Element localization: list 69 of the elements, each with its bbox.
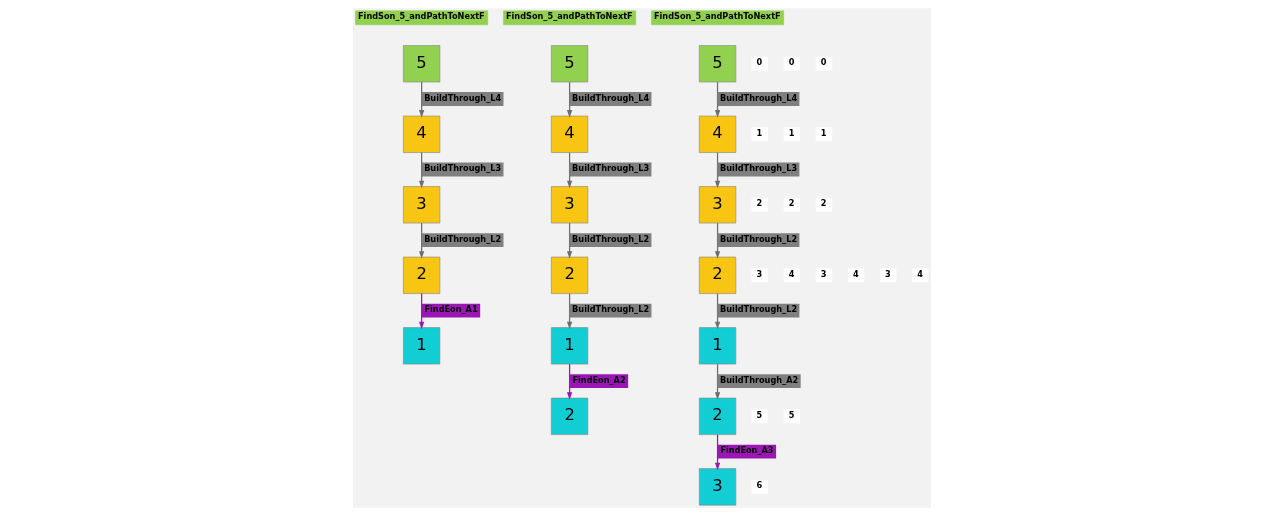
arrow	[566, 151, 573, 189]
arrow	[419, 292, 425, 330]
arrow	[714, 151, 721, 189]
node-box: 4	[699, 115, 737, 153]
edge-label: BuildThrough_A2	[720, 374, 799, 385]
edge-label: FindEon_A2	[572, 374, 626, 385]
node-box: 2	[403, 256, 441, 294]
label: 3	[756, 268, 763, 279]
edge-label: BuildThrough_L4	[572, 92, 650, 103]
node-box: 5	[699, 45, 737, 83]
arrow	[419, 81, 425, 118]
edge-label: BuildThrough_L3	[424, 163, 502, 174]
edge-label: BuildThrough_L3	[572, 163, 650, 174]
node-box: 3	[551, 186, 589, 224]
node-box: 4	[403, 115, 441, 153]
edge-label: FindEon_A1	[424, 304, 478, 315]
node-box: 1	[551, 327, 589, 365]
label: 0	[820, 57, 827, 68]
node-box: 2	[551, 397, 589, 435]
node-box: 3	[699, 468, 737, 506]
label: 4	[917, 268, 923, 279]
node-box: 4	[551, 115, 589, 153]
arrow	[714, 81, 721, 118]
label: 5	[756, 409, 763, 420]
node-box: 3	[403, 186, 441, 224]
edge-label: BuildThrough_L4	[720, 92, 798, 103]
label: 2	[820, 198, 827, 209]
label: 1	[788, 127, 795, 138]
label: 5	[788, 409, 795, 420]
arrow	[419, 222, 425, 259]
edge-label: BuildThrough_L2	[720, 304, 798, 315]
node-box: 5	[403, 45, 441, 83]
label: 0	[788, 57, 795, 68]
edge-label: BuildThrough_L2	[572, 304, 650, 315]
edge-label: BuildThrough_L3	[720, 163, 798, 174]
node-box: 1	[699, 327, 737, 365]
node-box: 5	[551, 45, 589, 83]
edge-label: FindEon_A3	[720, 445, 774, 456]
label: FindSon_5_andPathToNextF	[506, 11, 633, 22]
arrow	[566, 81, 573, 118]
arrow	[566, 363, 573, 400]
label: 2	[788, 198, 795, 209]
label: 1	[820, 127, 827, 138]
arrow	[566, 222, 573, 259]
node-box: 2	[699, 256, 737, 294]
label: 0	[756, 57, 763, 68]
edge-label: BuildThrough_L2	[572, 233, 650, 244]
arrow	[714, 222, 721, 259]
label: 3	[885, 268, 891, 279]
node-box: 1	[403, 327, 441, 365]
label: 1	[756, 127, 763, 138]
edge-label: BuildThrough_L2	[424, 233, 502, 244]
node-box: 2	[699, 397, 737, 435]
arrow	[714, 434, 721, 471]
arrow	[714, 363, 721, 400]
node-box: 2	[551, 256, 589, 294]
label: FindSon_5_andPathToNextF	[653, 11, 781, 22]
arrow	[419, 151, 425, 189]
label: 4	[788, 268, 795, 279]
edge-label: BuildThrough_L4	[424, 92, 502, 103]
arrow	[714, 292, 721, 330]
label: 2	[756, 198, 763, 209]
arrow	[566, 292, 573, 330]
label: FindSon_5_andPathToNextF	[358, 11, 485, 22]
node-box: 3	[699, 186, 737, 224]
label: 3	[820, 268, 827, 279]
label: 4	[852, 268, 859, 279]
label: 6	[756, 480, 763, 491]
edge-label: BuildThrough_L2	[720, 233, 798, 244]
